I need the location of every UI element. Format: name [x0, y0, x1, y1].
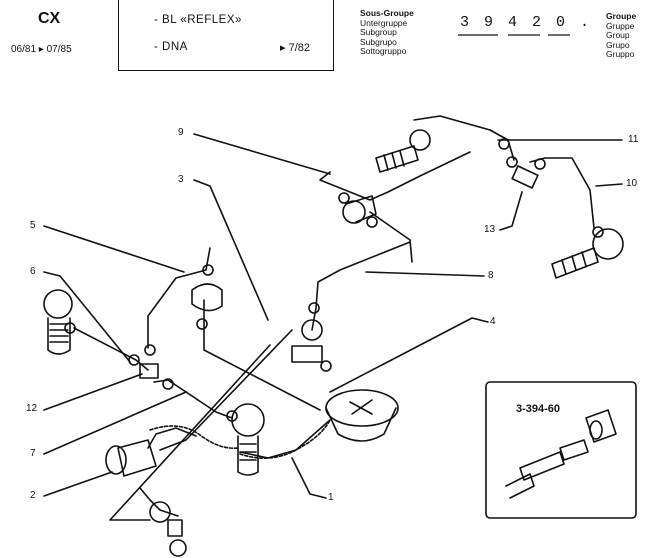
- leader-9: [193, 133, 331, 175]
- designation-line-2-ref: ▸ 7/82: [280, 42, 310, 54]
- designation-box: [118, 0, 334, 71]
- group-label-en: Group: [606, 30, 630, 41]
- designation-line-1: - BL «REFLEX»: [154, 14, 242, 26]
- pipe-seven-diag: [159, 329, 293, 451]
- leader-5: [43, 225, 185, 273]
- leader-7: [43, 391, 187, 455]
- callout-12: 12: [26, 403, 38, 414]
- leader-2: [43, 471, 113, 497]
- subgroup-label-de: Untergruppe: [360, 17, 408, 28]
- callout-10: 10: [626, 178, 638, 189]
- pipe-nine-run: [319, 151, 471, 201]
- callout-1: 1: [328, 492, 334, 503]
- subgroup-label-fr: Sous-Groupe: [360, 8, 414, 18]
- callout-9: 9: [178, 127, 184, 138]
- callout-4: 4: [490, 316, 496, 327]
- group-label-it: Gruppo: [606, 49, 635, 60]
- callout-8: 8: [488, 270, 494, 281]
- inset-tool-ref: 3-394-60: [516, 403, 561, 415]
- callout-7: 7: [30, 448, 36, 459]
- pipe-left-frame: [147, 247, 211, 349]
- pipe-bottom-long: [153, 379, 233, 419]
- sphere-top: [409, 129, 431, 151]
- pipe-flexible-hose: [239, 419, 331, 459]
- pipe-six-run: [73, 327, 149, 371]
- pipe-five-run: [203, 299, 321, 411]
- callout-2: 2: [30, 490, 36, 501]
- leader-4: [329, 317, 489, 393]
- pipe-long-diag: [109, 344, 271, 521]
- pipe-eight-run: [369, 211, 413, 263]
- group-label-de: Gruppe: [606, 20, 635, 31]
- part-number: 3 9 4 2 0 .: [460, 14, 593, 31]
- pipe-upper-loop: [413, 115, 515, 161]
- subgroup-labels: Sous-Groupe Untergruppe Subgroup Subgrup…: [360, 8, 414, 57]
- group-label-fr: Groupe: [606, 11, 637, 21]
- subgroup-label-it: Sottogruppo: [360, 46, 407, 57]
- designation-line-2: - DNA: [154, 41, 188, 53]
- sphere-left: [43, 289, 73, 319]
- group-labels: Groupe Gruppe Group Grupo Gruppo: [606, 11, 637, 60]
- pipe-hose-lower: [147, 427, 197, 449]
- callout-5: 5: [30, 220, 36, 231]
- leader-12: [43, 373, 143, 411]
- sphere-bottom: [231, 403, 265, 437]
- leader-6: [43, 271, 131, 363]
- sphere-right: [592, 228, 624, 260]
- callout-6: 6: [30, 266, 36, 277]
- callout-11: 11: [628, 134, 639, 145]
- callout-13: 13: [484, 224, 496, 235]
- leader-8: [365, 271, 485, 277]
- leader-13: [499, 191, 523, 231]
- group-label-es: Grupo: [606, 39, 630, 50]
- production-period: 06/81 ▸ 07/85: [11, 44, 72, 55]
- leader-3: [193, 179, 269, 321]
- leader-1: [291, 457, 327, 499]
- subgroup-label-en: Subgroup: [360, 27, 397, 38]
- pipe-bottom-branch: [139, 487, 179, 517]
- valve-center: [301, 319, 323, 341]
- inset-box: [485, 381, 637, 519]
- model-code: CX: [38, 10, 61, 27]
- callout-3: 3: [178, 174, 184, 185]
- leader-10: [595, 183, 623, 187]
- subgroup-label-es: Subgrupo: [360, 36, 397, 47]
- pipe-center-diag: [311, 241, 411, 331]
